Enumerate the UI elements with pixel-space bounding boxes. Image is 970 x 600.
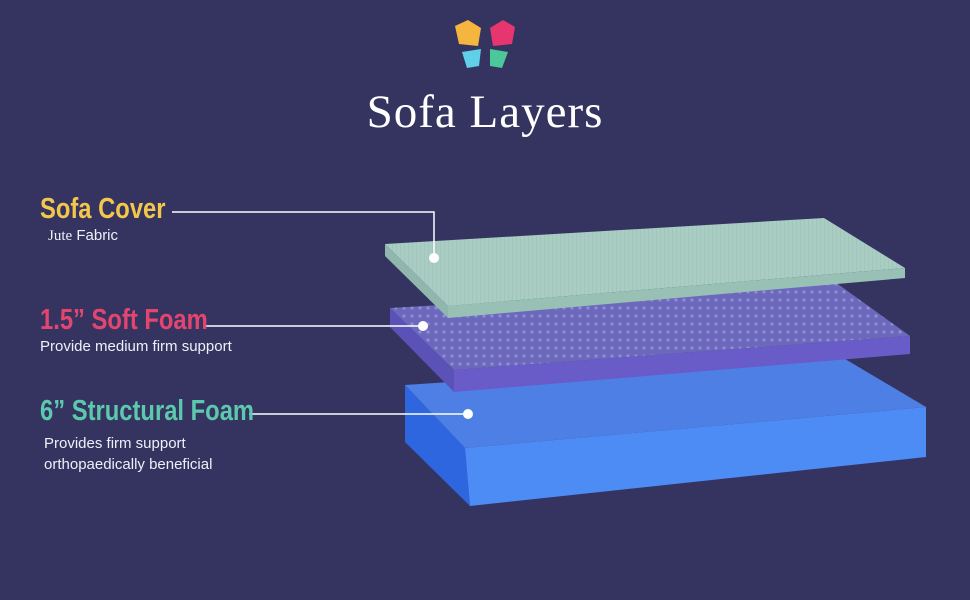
- soft-foam-leader-dot: [418, 321, 428, 331]
- logo-blue-wing: [462, 49, 481, 68]
- structural-foam-description: Provides firm support orthopaedically be…: [44, 433, 301, 475]
- cover-leader-line: [172, 211, 435, 258]
- sofa-cover-sheet: [385, 218, 905, 318]
- soft-foam-label: 1.5” Soft Foam Provide medium firm suppo…: [40, 304, 245, 357]
- logo-orange-wing: [455, 20, 481, 46]
- sofa-cover-label: Sofa Cover Jute Fabric: [40, 193, 193, 247]
- sofa-cover-material: Jute: [48, 228, 73, 244]
- structural-foam-title: 6” Structural Foam: [40, 395, 255, 427]
- soft-foam-title: 1.5” Soft Foam: [40, 304, 208, 336]
- sofa-cover-title: Sofa Cover: [40, 193, 166, 225]
- logo-pink-wing: [490, 20, 515, 46]
- butterfly-logo-icon: [455, 20, 515, 68]
- structural-foam-line-2: orthopaedically beneficial: [44, 456, 213, 473]
- structural-foam-line-1: Provides firm support: [44, 435, 186, 452]
- logo-green-wing: [490, 49, 508, 68]
- structural-foam-leader-dot: [463, 409, 473, 419]
- cover-leader-dot: [429, 253, 439, 263]
- page-title: Sofa Layers: [366, 86, 604, 138]
- sofa-cover-description: Jute Fabric: [48, 225, 193, 247]
- sofa-cover-material-type: Fabric: [76, 227, 119, 244]
- soft-foam-description: Provide medium firm support: [40, 338, 232, 355]
- structural-foam-label: 6” Structural Foam Provides firm support…: [40, 395, 301, 475]
